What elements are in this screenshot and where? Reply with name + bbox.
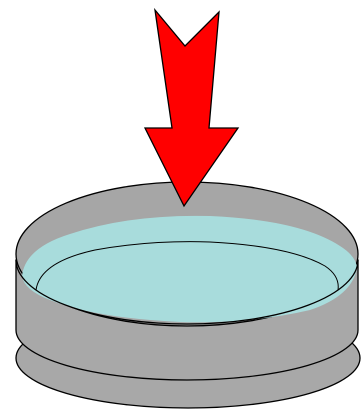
petri-dish-icon [15,181,361,409]
liquid-surface [22,215,357,323]
dish-top-rim-front [15,259,359,325]
liquid-inner-line [35,241,339,291]
down-arrow-icon [143,7,240,208]
arrow-shape [143,7,240,208]
